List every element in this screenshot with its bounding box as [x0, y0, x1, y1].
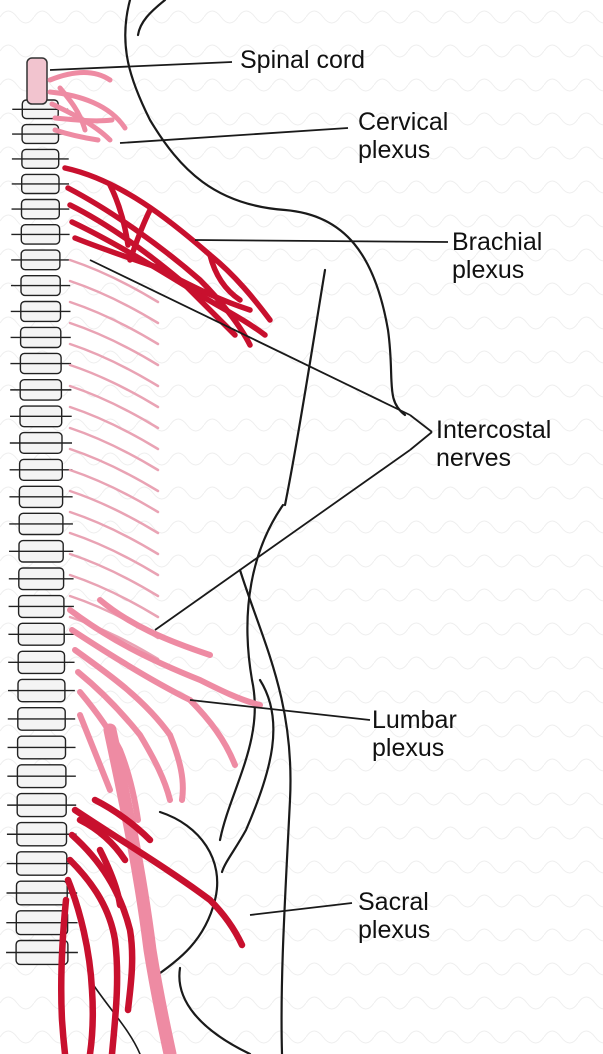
- label-sacral-plexus-line2: plexus: [358, 916, 430, 944]
- label-spinal-cord: Spinal cord: [240, 46, 365, 74]
- label-sacral-plexus: Sacral plexus: [358, 888, 430, 944]
- spinal-cord-top: [27, 58, 47, 104]
- label-lumbar-plexus-line1: Lumbar: [372, 706, 457, 734]
- label-lumbar-plexus: Lumbar plexus: [372, 706, 457, 762]
- label-intercostal-nerves-line2: nerves: [436, 444, 551, 472]
- label-lumbar-plexus-line2: plexus: [372, 734, 457, 762]
- label-cervical-plexus-line2: plexus: [358, 136, 448, 164]
- label-cervical-plexus: Cervical plexus: [358, 108, 448, 164]
- label-spinal-cord-text: Spinal cord: [240, 46, 365, 74]
- label-cervical-plexus-line1: Cervical: [358, 108, 448, 136]
- label-sacral-plexus-line1: Sacral: [358, 888, 430, 916]
- label-intercostal-nerves: Intercostal nerves: [436, 416, 551, 472]
- label-brachial-plexus-line2: plexus: [452, 256, 542, 284]
- label-brachial-plexus-line1: Brachial: [452, 228, 542, 256]
- label-brachial-plexus: Brachial plexus: [452, 228, 542, 284]
- label-intercostal-nerves-line1: Intercostal: [436, 416, 551, 444]
